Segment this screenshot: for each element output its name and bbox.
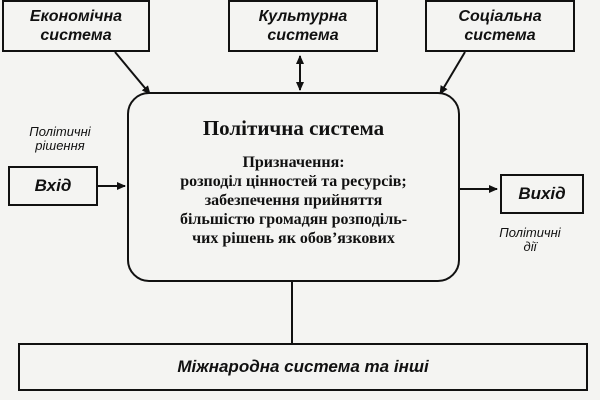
social-system-line1: Соціальна	[458, 8, 542, 25]
cultural-system-box: Культурна система	[228, 0, 378, 52]
output-note: Політичні дії	[492, 226, 568, 254]
arrow-economic-to-central	[114, 51, 151, 95]
purpose-label: Призначення:	[242, 154, 345, 171]
arrow-social-to-central	[439, 51, 466, 95]
input-note: Політичні рішення	[20, 125, 100, 153]
international-system-label: Міжнародна система та інші	[177, 357, 429, 376]
economic-system-line1: Економічна	[29, 8, 123, 25]
international-system-box: Міжнародна система та інші	[18, 343, 588, 391]
output-box: Вихід	[500, 174, 584, 214]
cultural-system-line2: система	[267, 27, 339, 44]
input-box: Вхід	[8, 166, 98, 206]
purpose-line: розподіл цінностей та ресурсів;	[180, 173, 407, 190]
political-system-box: Політична система Призначення: розподіл …	[127, 92, 460, 282]
purpose-lines: розподіл цінностей та ресурсів; забезпеч…	[180, 172, 407, 248]
cultural-system-line1: Культурна	[258, 8, 348, 25]
purpose-line: чих рішень як обов’язкових	[192, 230, 395, 247]
economic-system-box: Економічна система	[2, 0, 150, 52]
output-label: Вихід	[518, 184, 566, 203]
input-note-line2: рішення	[35, 138, 85, 153]
social-system-line2: система	[464, 27, 536, 44]
output-note-line2: дії	[523, 239, 537, 254]
economic-system-line2: система	[40, 27, 112, 44]
input-note-line1: Політичні	[29, 124, 91, 139]
political-system-title: Політична система	[202, 116, 385, 140]
input-label: Вхід	[34, 176, 72, 195]
purpose-line: більшістю громадян розподіль-	[179, 211, 408, 228]
purpose-line: забезпечення прийняття	[204, 192, 383, 209]
social-system-box: Соціальна система	[425, 0, 575, 52]
output-note-line1: Політичні	[499, 225, 561, 240]
